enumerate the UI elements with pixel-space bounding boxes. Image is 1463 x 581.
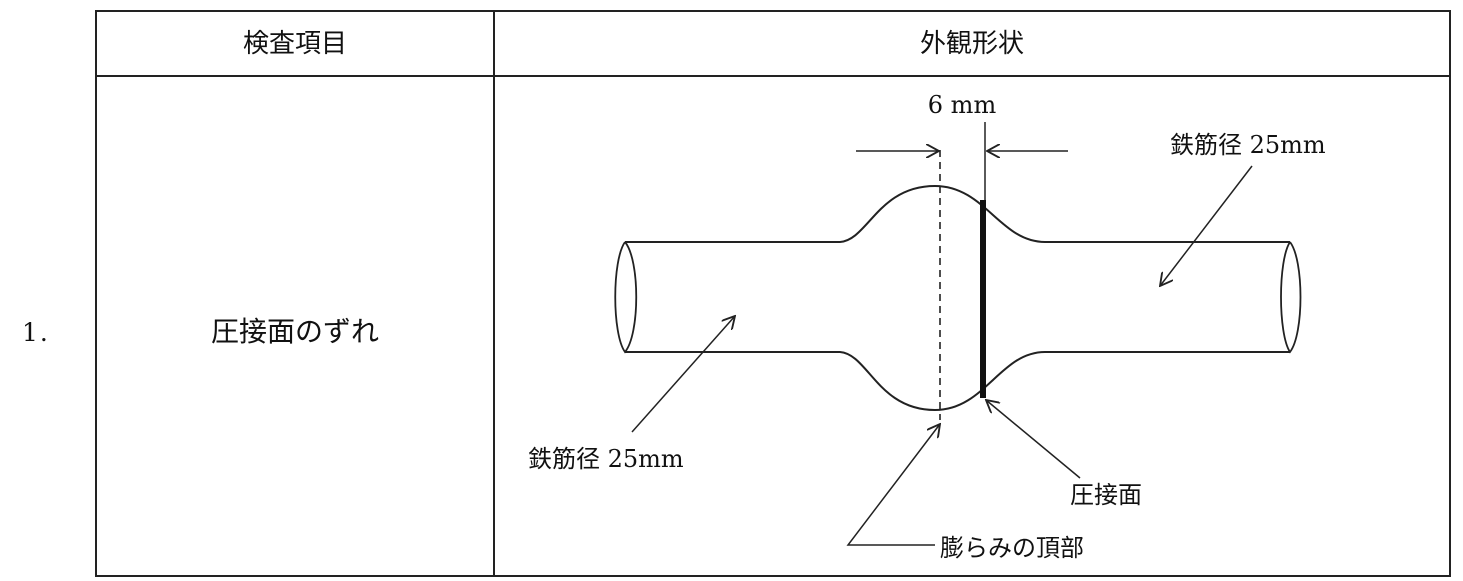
row-number: 1. [22, 318, 50, 347]
header-inspection-item: 検査項目 [242, 29, 347, 59]
rebar-diameter-right-label: 鉄筋径 25mm [1170, 131, 1326, 159]
header-appearance-shape: 外観形状 [919, 29, 1024, 59]
bulge-top-label: 膨らみの頂部 [940, 534, 1084, 562]
inspection-table: 検査項目 外観形状 圧接面のずれ [95, 10, 1451, 577]
rebar-diameter-left-label: 鉄筋径 25mm [528, 445, 684, 473]
dimension-label: 6 mm [928, 91, 997, 119]
inspection-item-text: 圧接面のずれ [210, 315, 379, 348]
leader-weld-face [986, 400, 1081, 479]
weld-face-label: 圧接面 [1070, 481, 1142, 509]
leader-rebar-left [631, 316, 735, 433]
rebar-right-end [1280, 241, 1302, 354]
header-divider [97, 75, 1449, 77]
rebar-outline [625, 184, 1290, 412]
leader-bulge-top [846, 424, 940, 546]
column-divider [493, 12, 495, 575]
rebar-left-end [614, 241, 638, 354]
leader-rebar-right [1160, 165, 1253, 286]
